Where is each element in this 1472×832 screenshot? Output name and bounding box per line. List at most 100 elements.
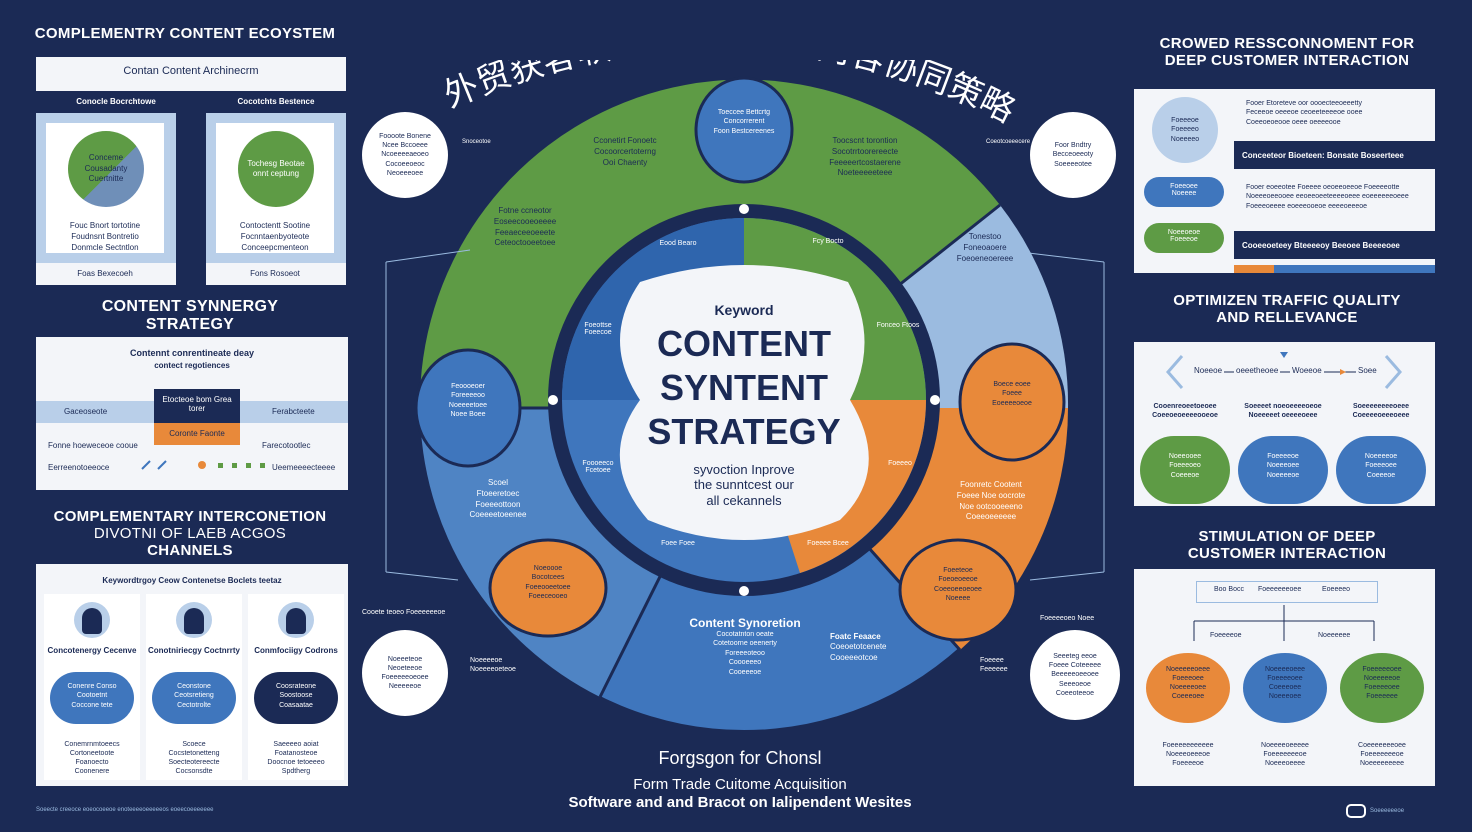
- branch-lines: [1193, 605, 1375, 641]
- heading-content-synergy: CONTENT SYNNERGY STRATEGY: [101, 298, 279, 333]
- branch-left: Foeeeeoe: [1210, 632, 1242, 639]
- panel-synergy-strategy: Contennt conrentineate deay contect rego…: [36, 337, 348, 490]
- footer-line-2: Form Trade Cuitome Acquisition: [633, 776, 847, 793]
- inner-ring-label: Foooeeco Fcetoee: [582, 460, 614, 474]
- panel2-title: Contennt conrentineate deay: [129, 348, 255, 358]
- center-box-orange: Coronte Faonte: [154, 423, 240, 445]
- rows2: Fooer eoeeotee Foeeee oeoeeoeeoe Foeeeeo…: [1246, 184, 1409, 210]
- branch-right: Noeeeeee: [1318, 632, 1351, 639]
- callout-tl: Snoceotoe: [462, 139, 491, 145]
- panel3-title: Keywordtrgoy Ceow Contenetse Boclets tee…: [102, 576, 282, 585]
- avatar-head-icon: [82, 608, 102, 634]
- top-2: Foeeeeeeoee: [1258, 586, 1302, 593]
- callout-tr: Coeotcoeeecere: [986, 139, 1031, 145]
- panel-stimulation: Boo Bocc Foeeeeeeoee Eoeeeeo Foeeeeoe No…: [1134, 569, 1435, 786]
- flow-arrows: [1166, 352, 1402, 389]
- center-diagram: 外贸获客软件与独立站的内容协同策略: [385, 60, 1105, 730]
- heading-complementary-ecosystem: COMPLEMENTRY CONTENT ECOYSTEM: [34, 25, 336, 42]
- avatar: [74, 602, 110, 638]
- c1-foot: Foas Bexecoeh: [77, 269, 133, 278]
- row1-right: Farecotootlec: [262, 441, 311, 450]
- flow-1: Noeeoe: [1192, 366, 1225, 377]
- card-title: Conmfociigy Codrons: [254, 646, 338, 655]
- panel-channels: Keywordtrgoy Ceow Contenetse Boclets tee…: [36, 564, 348, 786]
- left-footnote: Soeecte creeoce eoeocoeeoe enoteeeeoeeee…: [36, 807, 214, 813]
- avatar-head-icon: [286, 608, 306, 634]
- inner-ring-label: Foeeeo: [888, 460, 912, 467]
- flow-3: Woeeoe: [1290, 366, 1324, 377]
- center-box: Etocteoe bom Grea torer: [154, 389, 240, 423]
- avatar: [278, 602, 314, 638]
- inner-ring-label: Foee Foee: [661, 540, 695, 547]
- panel2-sub: contect regotiences: [154, 361, 230, 370]
- bar2: Cooeeoeteey Bteeeeoy Beeoee Beeeeoee: [1234, 231, 1435, 259]
- panel-content-architecture: Contan Content Archinecrm Conocle Bocrch…: [36, 57, 346, 285]
- footer-line-3: Software and and Bracot on Ialipendent W…: [568, 794, 912, 811]
- left-label: Gaceoseote: [64, 407, 108, 416]
- top-1: Boo Bocc: [1214, 586, 1244, 593]
- col1-header: Conocle Bocrchtowe: [76, 97, 156, 106]
- avatar-head-icon: [184, 608, 204, 634]
- flow-2: oeeetheoee: [1234, 366, 1281, 377]
- panel-traffic-quality: Noeeoe oeeetheoee Woeeoe Soee Cooenreoee…: [1134, 342, 1435, 506]
- card-title: Conotniriecgy Coctnrrty: [147, 646, 240, 655]
- inner-ring-label: Fcy Bocto: [812, 238, 844, 245]
- inner-ring-label: Foeeee Bcee: [807, 540, 849, 547]
- callout-br: Foeeeeoeo Noee: [1040, 615, 1095, 622]
- card-title: Concotenergy Cecenve: [47, 646, 137, 655]
- inner-ring-label: Fonceo Ftoos: [876, 322, 920, 329]
- right-label: Ferabcteete: [272, 407, 315, 416]
- logo-badge: Soeeeeeeoe: [1346, 804, 1404, 818]
- top-3: Eoeeeeo: [1322, 586, 1351, 593]
- core-kicker: Keyword: [714, 302, 774, 318]
- callout-bl: Cooete teoeo Foeeeeeeoe: [362, 609, 446, 616]
- row2-right: Ueemeeeecteeee: [272, 463, 336, 472]
- inner-ring-label: Foeottse Foeecoe: [584, 322, 612, 336]
- row1-left: Fonne hoeweceoe cooue: [48, 441, 138, 450]
